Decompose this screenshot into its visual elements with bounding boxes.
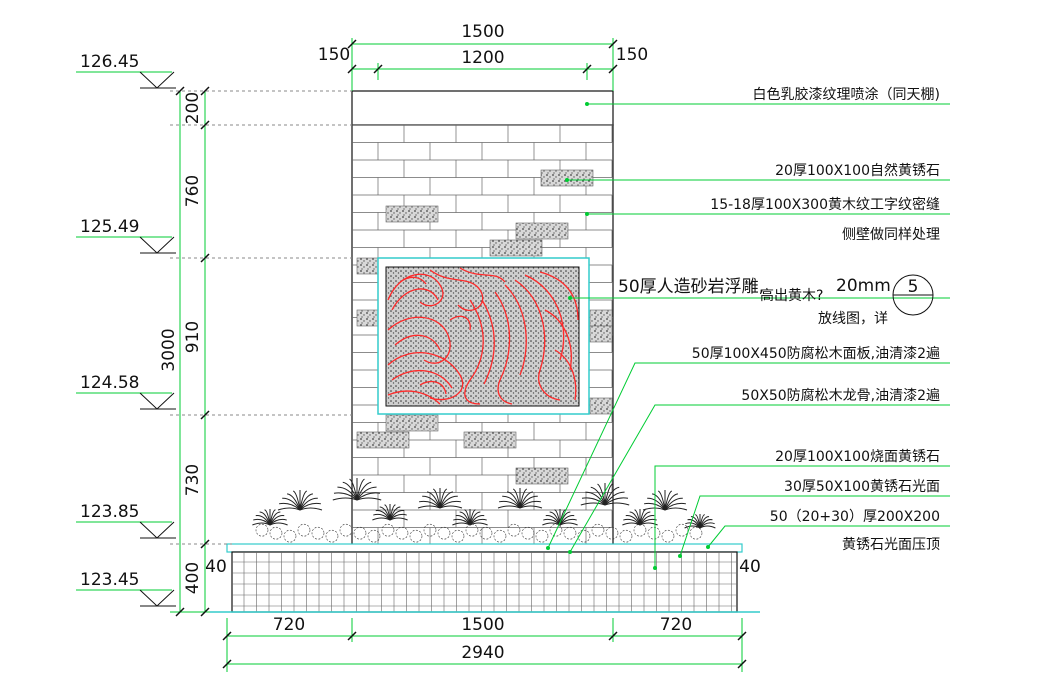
note-relief-height: 高出黄木? [760,287,823,304]
shrub [252,509,288,526]
elevation-label: 126.45 [80,52,139,72]
wall-top-band [351,90,614,126]
dim-v-730: 730 [183,464,203,496]
planter-base [210,543,760,613]
note-polished-stone: 30厚50X100黄锈石光面 [784,478,940,495]
note-coping: 黄锈石光面压顶 [842,536,940,553]
shrub [277,490,323,511]
dim-top-inner: 1200 [461,48,504,68]
elevation-label: 123.45 [80,570,139,590]
shrub [332,478,382,501]
dim-v-3000: 3000 [159,328,179,371]
note-side-wall: 侧壁做同样处理 [842,227,940,243]
elevation-marker: 126.45 [76,52,176,89]
planter-stone-grid [232,552,737,612]
shrub [684,514,716,529]
shrub [497,488,543,509]
note-paint-finish: 白色乳胶漆纹理喷涂（同天棚) [753,86,940,103]
dim-bottom-left: 720 [273,615,305,635]
elevation-label: 124.58 [80,373,139,393]
elevation-marker: 123.85 [76,502,176,539]
dim-v-400: 400 [183,562,203,594]
note-flamed-stone: 20厚100X100烧面黄锈石 [775,448,940,465]
dim-v-760: 760 [183,175,203,207]
note-pine-keel: 50X50防腐松木龙骨,油清漆2遍 [741,387,940,404]
shrub [580,482,630,506]
note-relief-20mm: 20mm [836,276,891,296]
dim-side-40-left: 40 [205,557,227,577]
planter-coping [226,543,743,553]
bottom-dimension-ticks [222,631,747,669]
relief-wave-pattern [387,267,579,405]
dim-v-910: 910 [183,321,203,353]
shrub [417,488,463,509]
vertical-dimensions [170,90,352,613]
shrub [452,509,488,526]
dim-bottom-total: 2940 [461,643,504,663]
leader-dots [546,102,710,570]
dim-side-40-right: 40 [739,557,761,577]
elevation-marker: 125.49 [76,217,176,254]
dim-bottom-mid: 1500 [461,615,504,635]
top-dimensions [351,38,614,91]
elevation-marker: 124.58 [76,373,176,410]
dim-top-right: 150 [616,45,648,65]
detail-callout-number: 5 [908,277,919,297]
note-pine-panel: 50厚100X450防腐松木面板,油清漆2遍 [692,345,940,362]
elevation-label: 125.49 [80,217,139,237]
vertical-dimension-ticks [175,86,210,617]
dim-top-left: 150 [318,45,350,65]
detail-callout-symbol [892,274,934,316]
top-dimension-ticks [347,39,618,74]
shrub [642,490,688,511]
note-coping-size: 50（20+30）厚200X200 [770,509,940,525]
shrub [372,504,408,521]
note-natural-stone: 20厚100X100自然黄锈石 [775,162,940,179]
note-woodgrain-tile: 15-18厚100X300黄木纹工字纹密缝 [710,196,940,213]
dim-v-200: 200 [183,92,203,124]
planting-shrubs [252,478,716,543]
leader-lines [547,103,950,568]
elevation-marker: 123.45 [76,570,176,607]
shrub [622,509,658,526]
elevation-markers: 126.45 125.49 124.58 123.85 123.45 [76,52,176,607]
note-layout-drawing: 放线图，详 [818,311,888,327]
dim-top-total: 1500 [461,22,504,42]
dim-bottom-right: 720 [660,615,692,635]
note-relief: 50厚人造砂岩浮雕, [618,277,764,297]
relief-panel [377,257,590,415]
elevation-label: 123.85 [80,502,139,522]
planter-wall [231,551,738,613]
